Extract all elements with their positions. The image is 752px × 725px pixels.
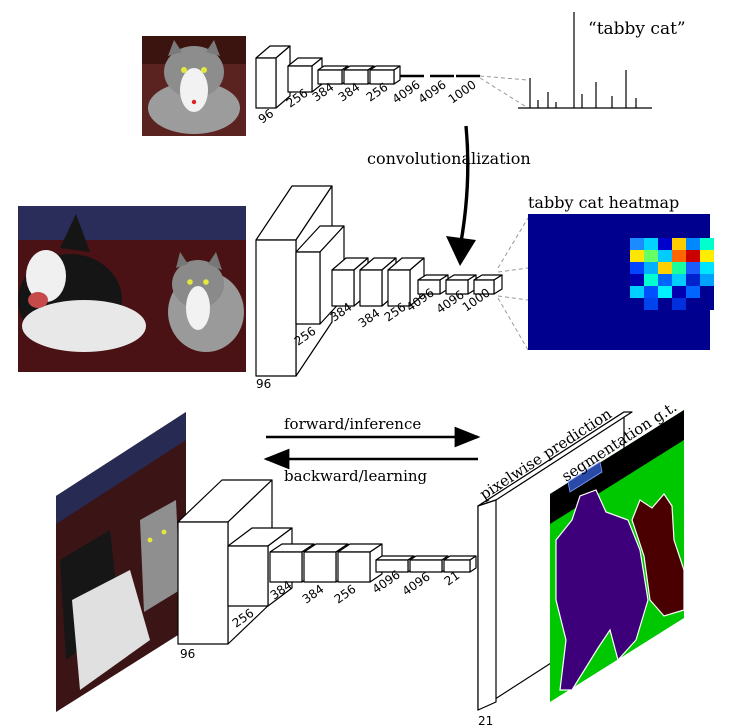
heatmap-cell — [686, 238, 700, 250]
heatmap-cell — [630, 250, 644, 262]
heatmap-title: tabby cat heatmap — [528, 193, 679, 212]
row3-layer-label-7: 4096 — [400, 569, 433, 598]
heatmap-cell — [644, 286, 658, 298]
row3-layer-label-4: 384 — [300, 582, 327, 607]
heatmap-cell — [686, 250, 700, 262]
row1-connector-bottom — [479, 77, 529, 109]
row2-connector-mid — [497, 267, 529, 273]
heatmap-cell — [658, 238, 672, 250]
heatmap-cell — [700, 298, 714, 310]
heatmap-cell — [630, 274, 644, 286]
row2-layer-label-4: 384 — [356, 306, 383, 331]
row2-layer-8 — [473, 274, 503, 295]
heatmap-cell — [644, 262, 658, 274]
row2-connector-bottom — [497, 297, 529, 351]
forward-label: forward/inference — [284, 415, 421, 433]
row1-layer-5 — [369, 65, 401, 85]
row2-connector-low — [497, 295, 529, 301]
prediction-depth-label: 21 — [478, 714, 493, 725]
heatmap-cell — [672, 274, 686, 286]
backward-label: backward/learning — [284, 467, 428, 485]
heatmap-cell — [658, 286, 672, 298]
row2-dog-cat-photo — [18, 206, 246, 372]
row1-layer-1 — [255, 45, 291, 109]
heatmap-cell — [630, 286, 644, 298]
heatmap-cell — [644, 298, 658, 310]
heatmap-cell — [672, 298, 686, 310]
row2-layer-7 — [445, 274, 477, 295]
heatmap-cell — [700, 262, 714, 274]
transition-arrowhead — [446, 236, 476, 266]
heatmap-cell — [672, 262, 686, 274]
heatmap-cell — [700, 274, 714, 286]
heatmap-cell — [658, 298, 672, 310]
heatmap-cell — [630, 238, 644, 250]
heatmap-cell — [672, 238, 686, 250]
heatmap-cell — [672, 286, 686, 298]
heatmap-cell — [686, 298, 700, 310]
heatmap-cell — [686, 262, 700, 274]
row1-output-label: “tabby cat” — [588, 19, 686, 39]
row2-layer-label-1: 96 — [256, 377, 271, 391]
heatmap-cell — [686, 286, 700, 298]
heatmap-cell — [700, 238, 714, 250]
heatmap-cell — [686, 274, 700, 286]
row1-layer-label-7: 4096 — [416, 77, 449, 106]
heatmap-cell — [630, 262, 644, 274]
row2-layer-3 — [331, 257, 369, 307]
row3-layer-label-5: 256 — [332, 582, 359, 607]
heatmap-cell — [658, 250, 672, 262]
tabby-cat-heatmap — [528, 214, 714, 350]
row3-layer-8 — [443, 555, 477, 573]
heatmap-cell — [630, 298, 644, 310]
row3-layer-label-1: 96 — [180, 647, 195, 661]
heatmap-cell — [644, 250, 658, 262]
heatmap-cell — [700, 250, 714, 262]
row1-layer-label-8: 1000 — [446, 77, 479, 106]
row2-connector-top — [497, 217, 529, 269]
row1-class-scores — [518, 12, 652, 109]
transition-label: convolutionalization — [367, 149, 531, 168]
heatmap-cell — [644, 238, 658, 250]
heatmap-cell — [658, 262, 672, 274]
row1-layer-label-1: 96 — [256, 106, 277, 126]
row3-input-photo — [56, 412, 186, 712]
row3-layer-7 — [409, 555, 449, 573]
heatmap-cell — [700, 286, 714, 298]
row1-connector-top — [479, 75, 529, 81]
segmentation-ground-truth — [550, 410, 685, 702]
heatmap-cell — [672, 250, 686, 262]
row1-cat-photo — [142, 36, 246, 136]
heatmap-cell — [658, 274, 672, 286]
heatmap-cell — [644, 274, 658, 286]
